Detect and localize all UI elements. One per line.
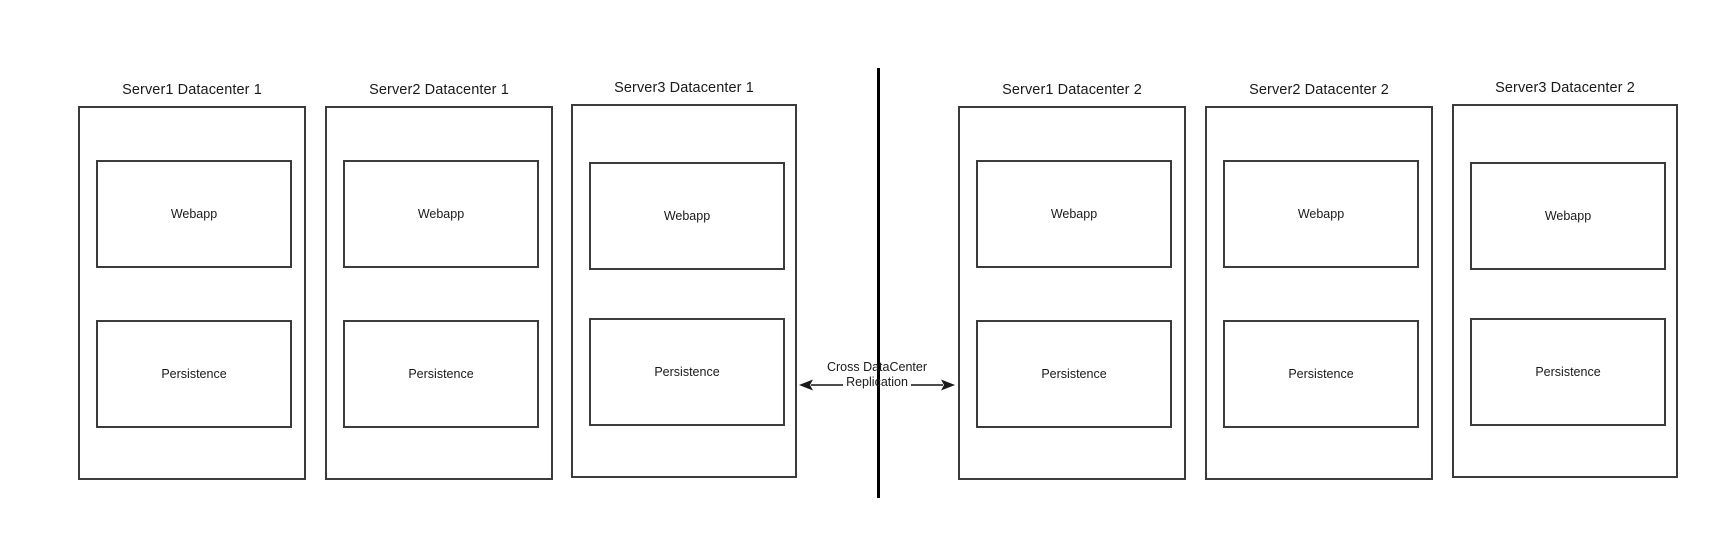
cross-datacenter-replication-connector[interactable]: Cross DataCenter Replication: [797, 360, 957, 396]
server-title-server1-datacenter2: Server1 Datacenter 2: [1002, 82, 1142, 98]
server-box-server2-datacenter1[interactable]: Server2 Datacenter 1 Webapp Persistence: [325, 82, 553, 480]
component-box-webapp-server1-datacenter2[interactable]: Webapp: [976, 160, 1172, 268]
component-label-persistence: Persistence: [1041, 367, 1107, 381]
server-title-server3-datacenter1: Server3 Datacenter 1: [614, 80, 754, 96]
component-box-persistence-server1-datacenter2[interactable]: Persistence: [976, 320, 1172, 428]
server-title-server2-datacenter1: Server2 Datacenter 1: [369, 82, 509, 98]
component-label-persistence: Persistence: [161, 367, 227, 381]
server-box-server2-datacenter2[interactable]: Server2 Datacenter 2 Webapp Persistence: [1205, 82, 1433, 480]
component-label-persistence: Persistence: [1288, 367, 1354, 381]
server-box-server1-datacenter2[interactable]: Server1 Datacenter 2 Webapp Persistence: [958, 82, 1186, 480]
component-label-webapp: Webapp: [663, 209, 711, 223]
component-box-persistence-server2-datacenter2[interactable]: Persistence: [1223, 320, 1419, 428]
arrow-right-icon: [911, 379, 955, 391]
server-title-server1-datacenter1: Server1 Datacenter 1: [122, 82, 262, 98]
datacenter-divider-line: [877, 68, 880, 498]
server-title-server3-datacenter2: Server3 Datacenter 2: [1495, 80, 1635, 96]
component-label-webapp: Webapp: [1297, 207, 1345, 221]
component-box-persistence-server3-datacenter2[interactable]: Persistence: [1470, 318, 1666, 426]
arrow-left-icon: [799, 379, 843, 391]
component-box-persistence-server2-datacenter1[interactable]: Persistence: [343, 320, 539, 428]
server-title-server2-datacenter2: Server2 Datacenter 2: [1249, 82, 1389, 98]
component-box-webapp-server3-datacenter1[interactable]: Webapp: [589, 162, 785, 270]
component-label-webapp: Webapp: [417, 207, 465, 221]
component-box-persistence-server3-datacenter1[interactable]: Persistence: [589, 318, 785, 426]
server-box-server1-datacenter1[interactable]: Server1 Datacenter 1 Webapp Persistence: [78, 82, 306, 480]
component-label-webapp: Webapp: [1050, 207, 1098, 221]
component-box-webapp-server3-datacenter2[interactable]: Webapp: [1470, 162, 1666, 270]
server-box-server3-datacenter2[interactable]: Server3 Datacenter 2 Webapp Persistence: [1452, 80, 1678, 478]
component-box-persistence-server1-datacenter1[interactable]: Persistence: [96, 320, 292, 428]
component-label-persistence: Persistence: [654, 365, 720, 379]
component-label-persistence: Persistence: [1535, 365, 1601, 379]
component-label-webapp: Webapp: [170, 207, 218, 221]
component-label-persistence: Persistence: [408, 367, 474, 381]
server-box-server3-datacenter1[interactable]: Server3 Datacenter 1 Webapp Persistence: [571, 80, 797, 478]
component-box-webapp-server2-datacenter1[interactable]: Webapp: [343, 160, 539, 268]
component-label-webapp: Webapp: [1544, 209, 1592, 223]
component-box-webapp-server2-datacenter2[interactable]: Webapp: [1223, 160, 1419, 268]
component-box-webapp-server1-datacenter1[interactable]: Webapp: [96, 160, 292, 268]
